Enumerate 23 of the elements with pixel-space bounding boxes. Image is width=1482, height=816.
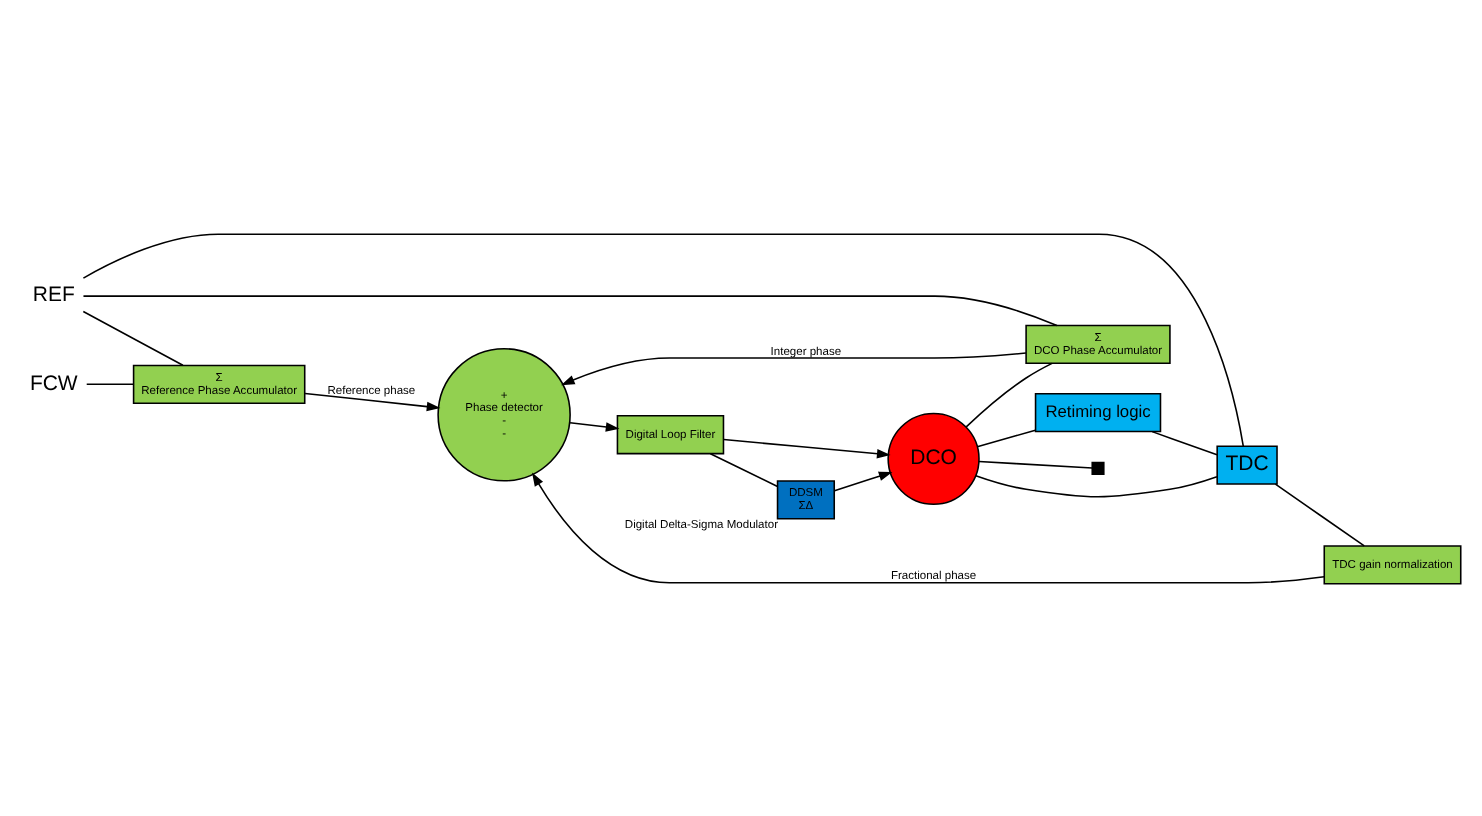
connector [85, 382, 135, 385]
arrow [833, 470, 893, 491]
arrow [561, 351, 1027, 385]
connector [82, 232, 1245, 447]
arrow [304, 391, 441, 411]
connector [978, 459, 1093, 468]
arrow [569, 420, 620, 431]
node-box [1091, 460, 1105, 474]
connector [82, 309, 184, 366]
connector [976, 428, 1037, 447]
connector [1151, 429, 1218, 455]
connector [1274, 482, 1366, 546]
arrow [722, 437, 891, 458]
connector [82, 294, 1058, 326]
node-box: TDC [1216, 444, 1278, 484]
node-text: REF [32, 284, 75, 307]
node-circle: DCO [887, 411, 980, 505]
node-text: FCW [29, 372, 78, 395]
arrow [532, 471, 1325, 583]
connector [975, 473, 1218, 497]
connector [965, 361, 1053, 427]
node-box: Retiming logic [1034, 392, 1162, 432]
connector [709, 451, 779, 487]
